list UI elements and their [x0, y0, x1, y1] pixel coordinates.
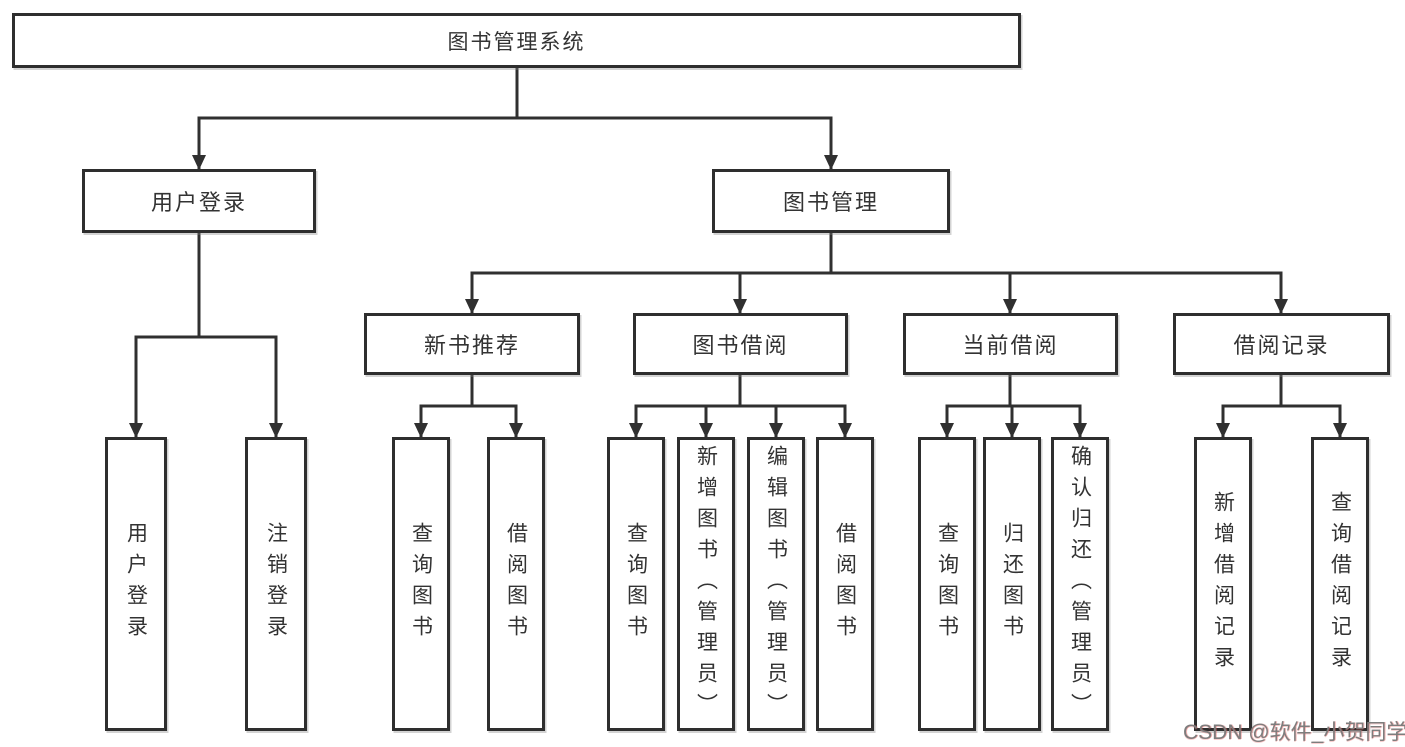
leaf-query-book-1-label: 查询图书 [409, 522, 433, 646]
node-root: 图书管理系统 [12, 13, 1021, 68]
node-borrow-records: 借阅记录 [1173, 313, 1390, 375]
connector-user-login [129, 231, 283, 438]
node-root-label: 图书管理系统 [447, 30, 586, 54]
node-new-book-rec: 新书推荐 [364, 313, 580, 375]
connector-borrow-records [1216, 373, 1347, 438]
leaf-borrow-book-2-label: 借阅图书 [833, 522, 857, 646]
leaf-query-book-2: 查询图书 [607, 437, 665, 731]
leaf-query-borrow-record-label: 查询借阅记录 [1328, 491, 1352, 677]
leaf-borrow-book-1-label: 借阅图书 [504, 522, 528, 646]
leaf-query-book-3: 查询图书 [918, 437, 976, 731]
leaf-return-book-label: 归还图书 [1000, 522, 1024, 646]
connector-book-mgmt [465, 231, 1288, 314]
node-current-borrow-label: 当前借阅 [962, 333, 1059, 358]
leaf-edit-book: 编辑图书（管理员） [747, 437, 805, 731]
connector-current-borrow [940, 373, 1087, 438]
leaf-add-book-label: 新增图书（管理员） [694, 444, 718, 724]
node-book-borrow-label: 图书借阅 [692, 333, 789, 358]
leaf-user-login-label: 用户登录 [124, 522, 148, 646]
leaf-add-book: 新增图书（管理员） [677, 437, 735, 731]
node-user-login: 用户登录 [82, 169, 316, 233]
node-user-login-label: 用户登录 [150, 190, 247, 215]
leaf-query-book-1: 查询图书 [392, 437, 450, 731]
node-new-book-rec-label: 新书推荐 [423, 333, 520, 358]
connector-book-borrow [629, 373, 852, 438]
leaf-user-login: 用户登录 [105, 437, 167, 731]
leaf-confirm-return: 确认归还（管理员） [1051, 437, 1109, 731]
leaf-edit-book-label: 编辑图书（管理员） [764, 444, 788, 724]
leaf-confirm-return-label: 确认归还（管理员） [1068, 444, 1092, 724]
leaf-add-borrow-record-label: 新增借阅记录 [1211, 491, 1235, 677]
leaf-logout-label: 注销登录 [264, 522, 288, 646]
connector-new-book-rec [414, 373, 523, 438]
leaf-return-book: 归还图书 [983, 437, 1041, 731]
node-current-borrow: 当前借阅 [903, 313, 1118, 375]
leaf-add-borrow-record: 新增借阅记录 [1194, 437, 1252, 731]
csdn-watermark: CSDN @软件_小贺同学 [1183, 721, 1405, 744]
node-borrow-records-label: 借阅记录 [1233, 333, 1330, 358]
node-book-mgmt: 图书管理 [712, 169, 950, 233]
leaf-query-book-3-label: 查询图书 [935, 522, 959, 646]
leaf-borrow-book-1: 借阅图书 [487, 437, 545, 731]
leaf-query-book-2-label: 查询图书 [624, 522, 648, 646]
connector-root [192, 66, 838, 170]
leaf-query-borrow-record: 查询借阅记录 [1311, 437, 1369, 731]
leaf-borrow-book-2: 借阅图书 [816, 437, 874, 731]
node-book-mgmt-label: 图书管理 [782, 190, 879, 215]
node-book-borrow: 图书借阅 [633, 313, 848, 375]
leaf-logout: 注销登录 [245, 437, 307, 731]
